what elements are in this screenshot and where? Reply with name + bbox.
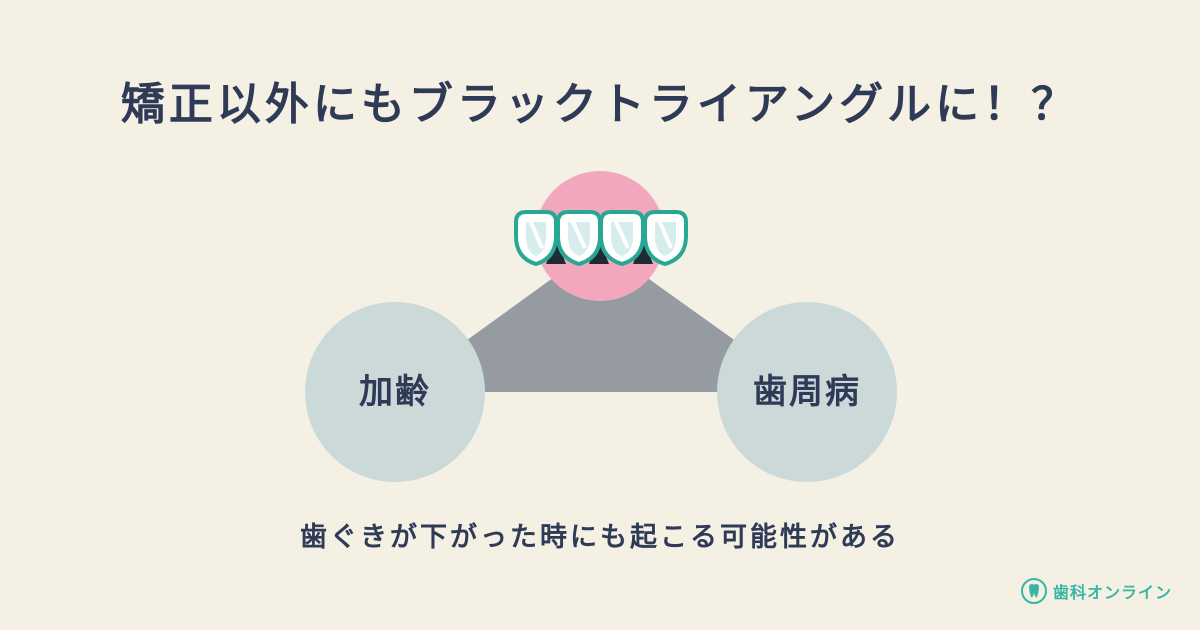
node-label-periodontal: 歯周病 [753, 372, 861, 412]
connector-triangle [395, 244, 807, 392]
caption-text: 歯ぐきが下がった時にも起こる可能性がある [300, 522, 900, 553]
black-triangle-1 [546, 238, 566, 264]
tooth-logo-icon [1020, 578, 1047, 604]
circle-right [717, 302, 897, 482]
brand-logo: 歯科オンライン [1020, 576, 1172, 606]
tooth-1 [514, 210, 558, 267]
black-triangle-3 [633, 238, 653, 264]
tooth-4 [643, 210, 688, 267]
circle-left [305, 302, 485, 482]
teeth-illustration [514, 210, 688, 267]
tooth-3 [599, 210, 645, 267]
tooth-2 [556, 210, 602, 267]
node-label-aging: 加齢 [359, 372, 431, 412]
brand-name: 歯科オンライン [1052, 583, 1172, 602]
page-title: 矯正以外にもブラックトライアングルに！？ [120, 79, 1080, 130]
